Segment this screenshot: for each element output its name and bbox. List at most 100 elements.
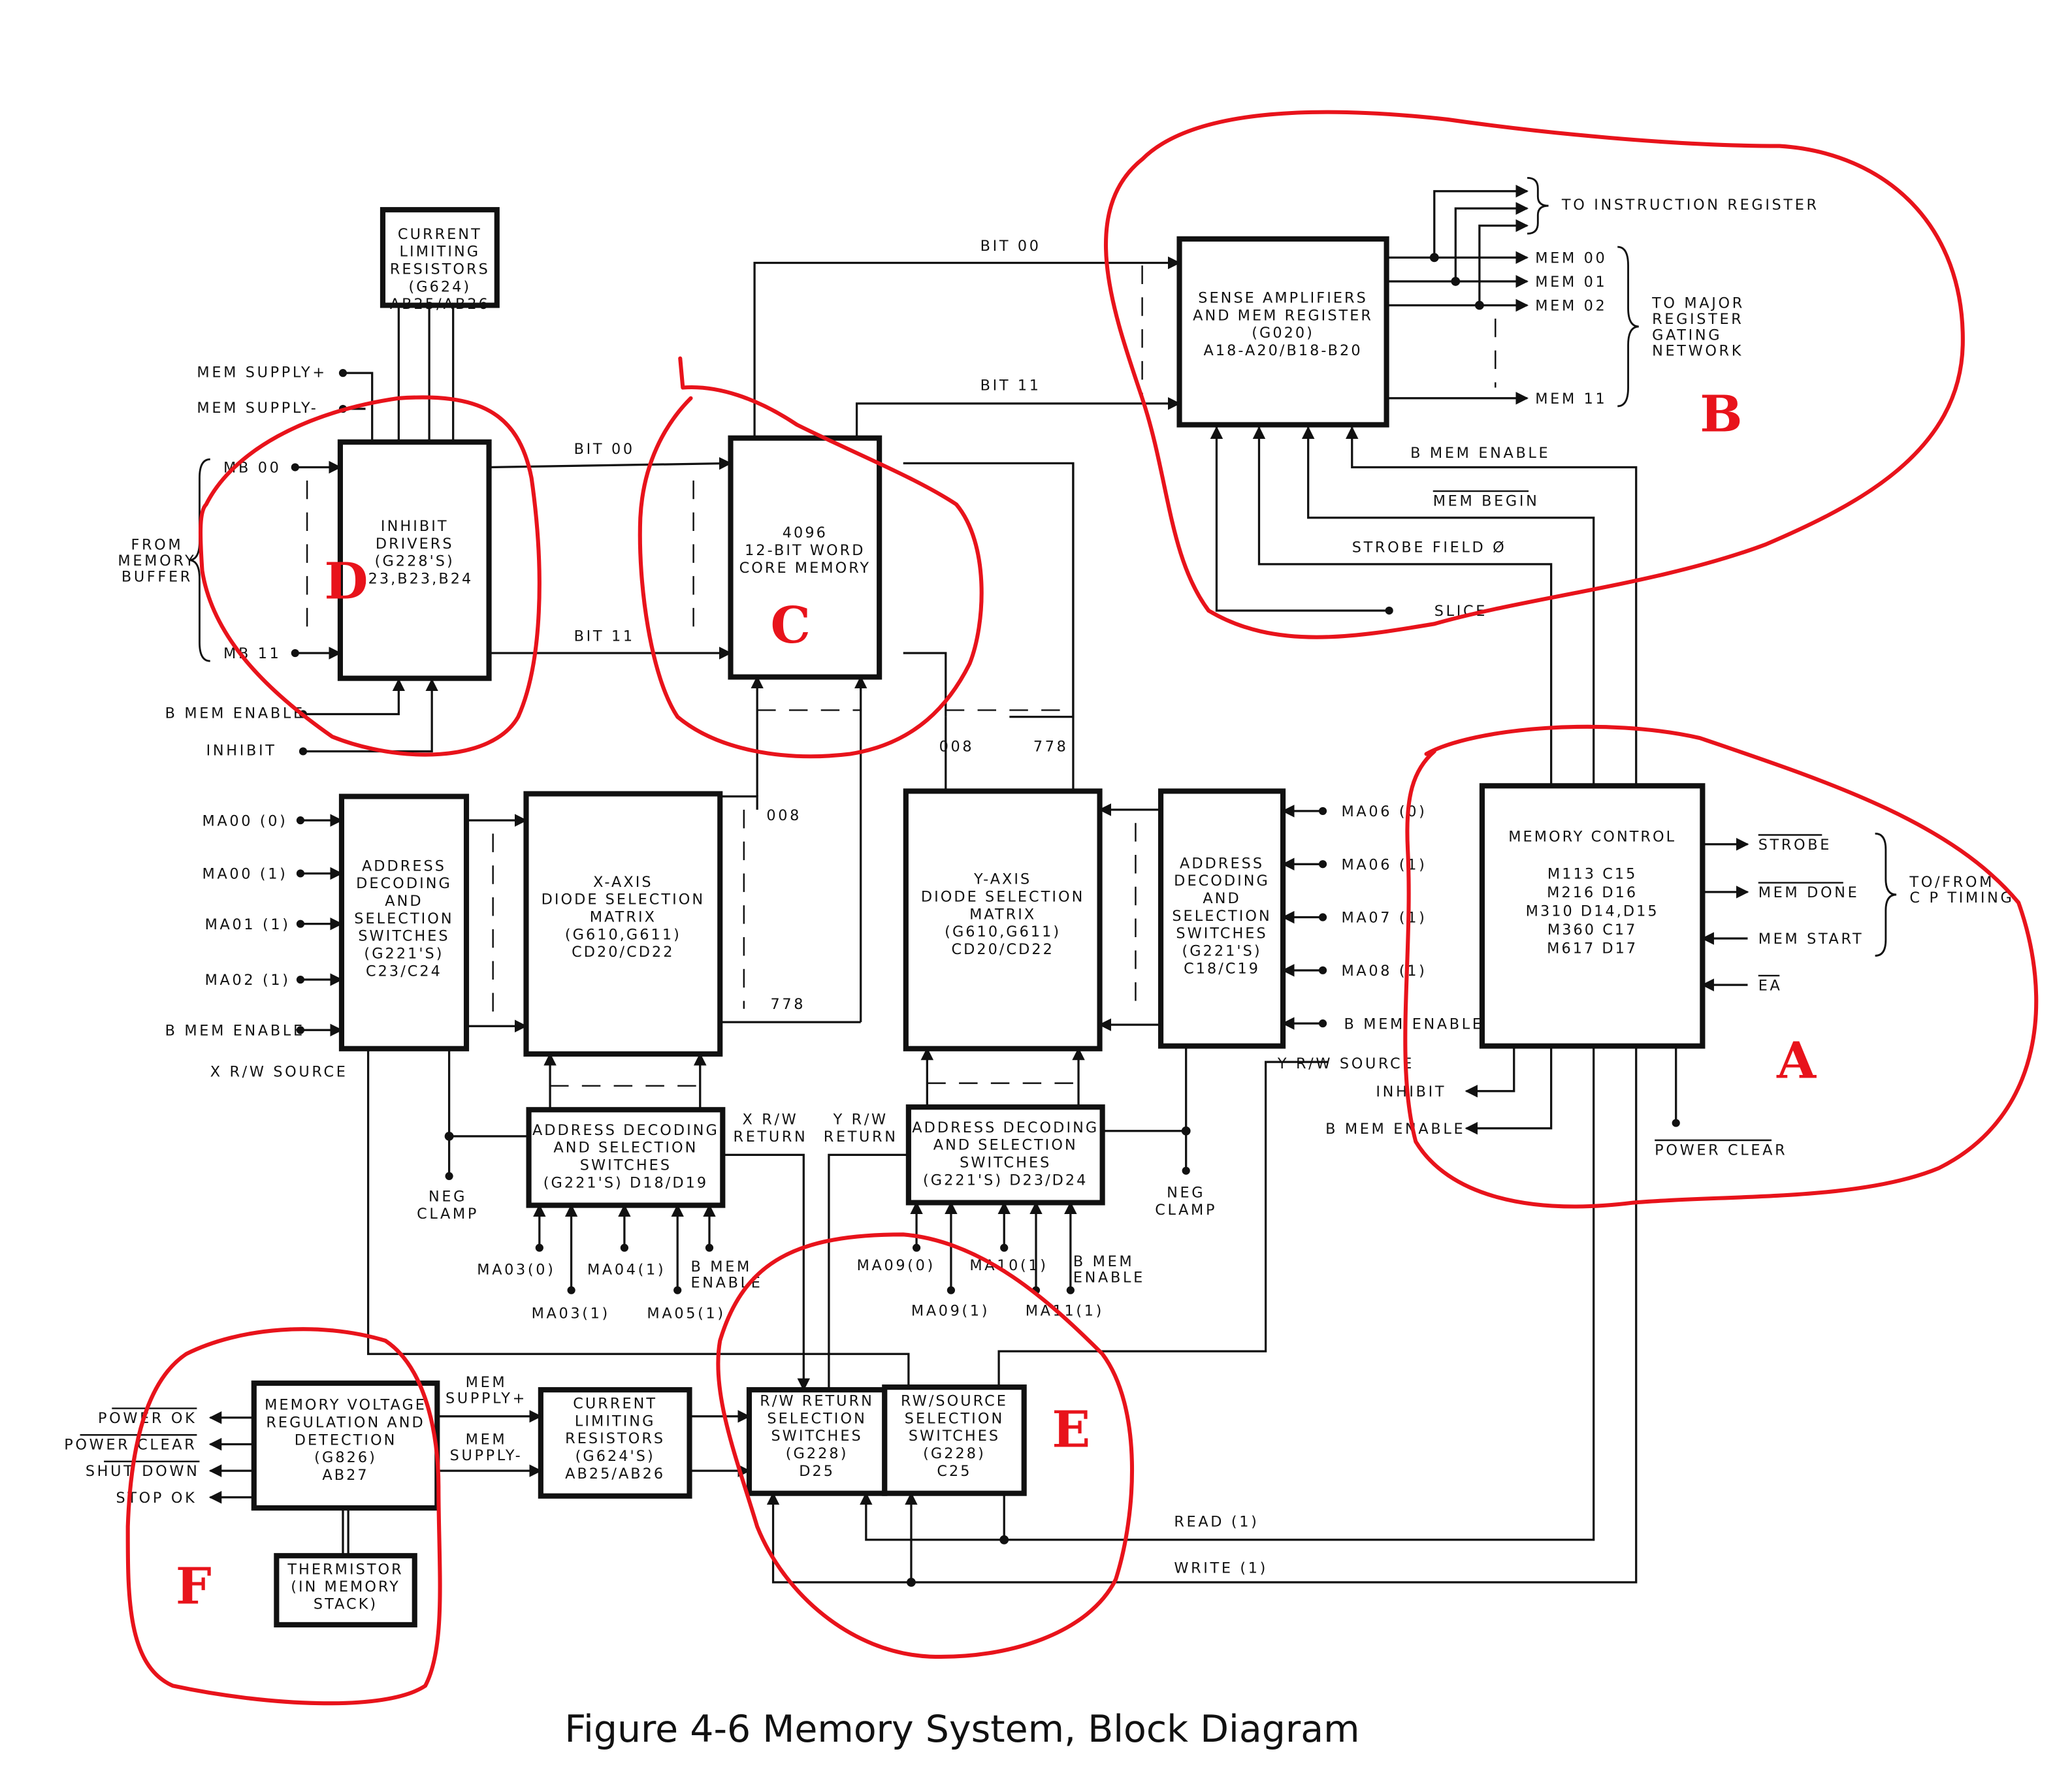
- label-neg-clamp-y: CLAMP: [1155, 1202, 1217, 1219]
- terminal-dot: [338, 369, 348, 377]
- label-y-rw-source: Y R/W SOURCE: [1277, 1055, 1414, 1072]
- brace: [189, 458, 210, 662]
- label-mem-supply-plus: MEM SUPPLY+: [197, 364, 327, 381]
- block-text-line: MEMORY VOLTAGE: [265, 1397, 427, 1414]
- label-ma06-0: MA06 (0): [1341, 803, 1427, 820]
- signal-wire: [903, 462, 1075, 718]
- label-shut-down: SHUT DOWN: [86, 1463, 200, 1480]
- block-text-line: M360 C17: [1547, 921, 1637, 938]
- label-mem02: MEM 02: [1535, 298, 1607, 315]
- figure-caption: Figure 4-6 Memory System, Block Diagram: [564, 1708, 1359, 1751]
- label-ma02-1: MA02 (1): [205, 972, 291, 989]
- block-text-line: AND SELECTION: [553, 1140, 698, 1157]
- label-oct77-y: 778: [1033, 738, 1069, 755]
- label-to-major-register: REGISTER: [1652, 311, 1743, 328]
- block-text-line: INHIBIT: [381, 518, 449, 535]
- block-text-line: SWITCHES: [771, 1428, 862, 1445]
- block-text-line: MATRIX: [969, 906, 1036, 923]
- terminal-dot: [1385, 606, 1393, 615]
- block-text-line: AND: [385, 893, 423, 910]
- block-text-line: X-AXIS: [593, 874, 653, 891]
- signal-wire: [1465, 1046, 1515, 1098]
- signal-wire: [1252, 426, 1553, 786]
- label-power-clear: POWER CLEAR: [1655, 1142, 1787, 1159]
- block-text-line: ADDRESS DECODING: [532, 1122, 719, 1139]
- block-text-line: SWITCHES: [580, 1157, 672, 1174]
- block-text-line: C23/C24: [366, 963, 442, 980]
- junction-dot: [999, 1535, 1009, 1544]
- terminal-dot: [567, 1286, 575, 1294]
- addr-dec-x-block: ADDRESSDECODINGANDSELECTIONSWITCHES(G221…: [338, 793, 470, 1051]
- signal-wire: [303, 678, 438, 753]
- block-text-line: MATRIX: [590, 908, 656, 925]
- block-text-line: CD20/CD22: [951, 941, 1054, 958]
- block-text-line: LIMITING: [400, 244, 481, 261]
- block-text-line: SWITCHES: [960, 1154, 1051, 1171]
- signal-wire: [720, 795, 758, 810]
- label-y-rw-return: Y R/W: [833, 1112, 888, 1128]
- block-text-line: SENSE AMPLIFIERS: [1198, 289, 1368, 306]
- block-text-line: (G020): [1252, 325, 1314, 342]
- label-strobe-field: STROBE FIELD Ø: [1352, 539, 1507, 556]
- terminal-dot: [620, 1243, 628, 1252]
- signal-wire: [1454, 202, 1529, 281]
- annotation-outline-a: [1403, 724, 2039, 1209]
- block-text-line: (G826): [314, 1449, 377, 1466]
- signal-wire: [1301, 426, 1595, 1042]
- block-text-line: DRIVERS: [376, 536, 454, 552]
- label-bit11-top: BIT 11: [980, 377, 1041, 394]
- signal-wire: [855, 397, 1181, 438]
- label-b-mem-enable-y2: ENABLE: [1073, 1269, 1145, 1286]
- block-text-line: DECODING: [1174, 872, 1270, 889]
- label-ma05-1: MA05(1): [647, 1305, 725, 1322]
- block-text-line: RESISTORS: [390, 261, 490, 278]
- signal-wire: [860, 1042, 1595, 1541]
- terminal-dot: [1318, 860, 1327, 869]
- block-text-line: AND SELECTION: [933, 1137, 1078, 1154]
- label-b-mem-enable-top: B MEM ENABLE: [1410, 445, 1550, 462]
- label-ma09-0: MA09(0): [857, 1257, 935, 1274]
- label-ma01-1: MA01 (1): [205, 916, 291, 933]
- annotation-outline-d: [198, 395, 542, 757]
- block-text-line: AB27: [322, 1467, 368, 1484]
- annotation-letter-f: F: [176, 1556, 212, 1616]
- block-text-line: AB25/AB26: [565, 1465, 665, 1482]
- label-x-rw-source: X R/W SOURCE: [210, 1063, 348, 1080]
- signal-wire: [1478, 219, 1529, 306]
- block-text-line: C18/C19: [1184, 960, 1260, 977]
- signal-wire: [766, 1042, 1638, 1584]
- terminal-dot: [1318, 807, 1327, 816]
- block-text-line: (G221'S) D18/D19: [543, 1174, 708, 1191]
- signal-wire: [366, 1048, 910, 1390]
- block-text-line: DETECTION: [295, 1432, 397, 1448]
- label-bit00-top: BIT 00: [980, 238, 1041, 255]
- block-text-line: (IN MEMORY: [291, 1578, 400, 1595]
- block-text-line: DECODING: [356, 875, 452, 892]
- block-text-line: ADDRESS DECODING: [912, 1119, 1099, 1136]
- signal-wire: [753, 256, 1181, 438]
- block-text-line: (G610,G611): [945, 923, 1061, 940]
- terminal-dot: [705, 1243, 714, 1252]
- label-ma04-1: MA04(1): [587, 1261, 666, 1278]
- label-neg-clamp-x: CLAMP: [417, 1206, 479, 1223]
- junction-dot: [907, 1577, 916, 1587]
- block-text-line: THERMISTOR: [287, 1561, 403, 1578]
- label-from-memory-buffer: MEMORY: [118, 552, 196, 569]
- label-x-rw-return: X R/W: [743, 1112, 799, 1128]
- terminal-dot: [296, 816, 305, 825]
- signal-wire: [489, 456, 732, 470]
- block-text-line: M113 C15: [1547, 866, 1637, 883]
- block-text-line: AB25/AB26: [390, 296, 490, 313]
- terminal-dot: [1318, 966, 1327, 974]
- label-oct00-y: 008: [939, 738, 975, 755]
- signal-wire: [342, 372, 374, 442]
- block-text-line: DIODE SELECTION: [921, 889, 1085, 906]
- block-text-line: SWITCHES: [909, 1428, 1000, 1445]
- annotation-letter-d: D: [325, 552, 368, 611]
- block-text-line: (G624): [409, 278, 472, 295]
